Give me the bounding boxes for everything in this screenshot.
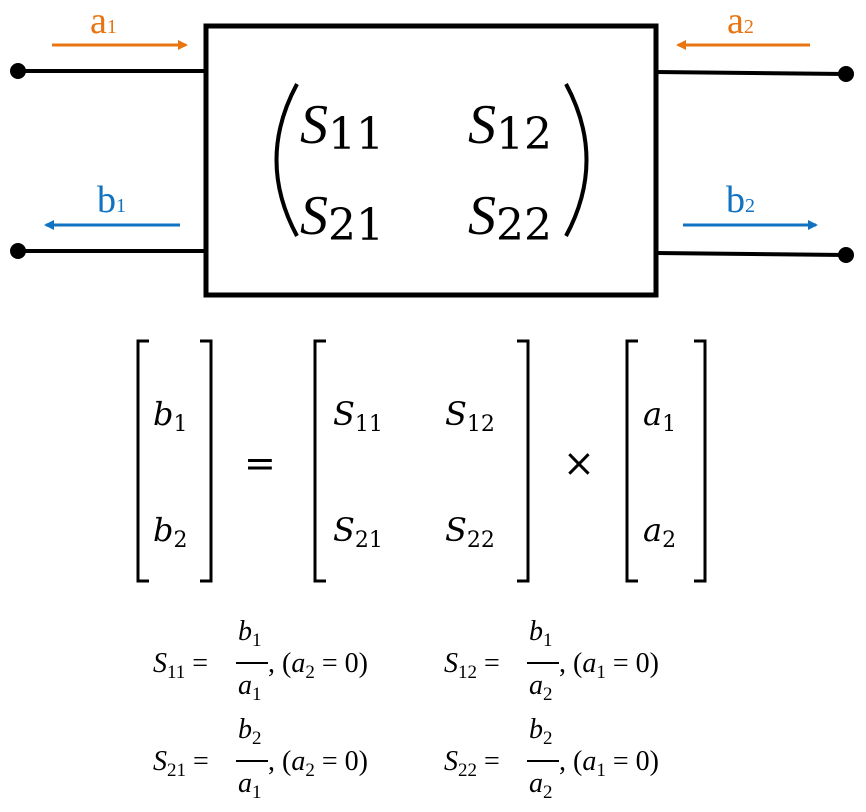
definition-s12: S12 = b1 a2 , (a1 = 0) (444, 616, 659, 705)
equals-sign: = (244, 441, 276, 485)
definition-s22: S22 = b2 a2 , (a1 = 0) (444, 714, 659, 803)
a-vector-a2: a2 (643, 511, 676, 553)
block-s21: S21 (300, 185, 384, 251)
port1-top-terminal (10, 63, 26, 79)
svg-text:S22 =: S22 = (444, 746, 500, 781)
b2-label: b2 (726, 179, 755, 221)
b1-label: b1 (97, 179, 126, 221)
definition-s11: S11 = b1 a1 , (a2 = 0) (153, 616, 368, 705)
a-vector-left-bracket (625, 339, 638, 583)
svg-text:a1: a1 (238, 670, 262, 705)
b-vector-left-bracket (136, 339, 149, 583)
times-sign: × (563, 441, 595, 485)
svg-text:S21 =: S21 = (153, 746, 209, 781)
svg-text:b1: b1 (529, 616, 553, 651)
block-matrix-left-paren (274, 83, 299, 237)
b-vector-right-bracket (200, 339, 213, 583)
port2-top-terminal (838, 66, 854, 82)
port2-top-line (655, 70, 847, 76)
svg-text:b1: b1 (238, 616, 262, 651)
block-matrix-right-paren (564, 83, 589, 237)
svg-text:, (a1 = 0): , (a1 = 0) (559, 746, 659, 781)
port2-bottom-terminal (838, 247, 854, 263)
s-matrix-left-bracket (313, 339, 326, 583)
block-s11: S11 (300, 94, 384, 160)
port1-bottom-terminal (10, 243, 26, 259)
port2-bottom-line (655, 251, 847, 257)
a-vector-right-bracket (694, 339, 707, 583)
s-matrix-s11: S11 (333, 395, 383, 437)
s-matrix-s22: S22 (445, 511, 495, 553)
two-port-box (203, 23, 659, 298)
s-matrix-right-bracket (517, 339, 530, 583)
svg-text:a2: a2 (529, 768, 553, 803)
svg-text:S11 =: S11 = (153, 648, 208, 683)
b-vector-b1: b1 (153, 395, 187, 437)
block-s12: S12 (468, 94, 552, 160)
svg-text:S12 =: S12 = (444, 648, 500, 683)
svg-text:, (a2 = 0): , (a2 = 0) (268, 648, 368, 683)
s-matrix-s12: S12 (445, 395, 495, 437)
svg-text:, (a2 = 0): , (a2 = 0) (268, 746, 368, 781)
svg-text:, (a1 = 0): , (a1 = 0) (559, 648, 659, 683)
definition-s21: S21 = b2 a1 , (a2 = 0) (153, 714, 368, 803)
svg-text:a1: a1 (238, 768, 262, 803)
a2-label: a2 (727, 0, 754, 42)
b-vector-b2: b2 (153, 511, 187, 553)
svg-text:b2: b2 (238, 714, 262, 749)
a1-label: a1 (90, 0, 117, 42)
svg-text:b2: b2 (529, 714, 553, 749)
s-matrix-s21: S21 (333, 511, 383, 553)
svg-text:a2: a2 (529, 670, 553, 705)
a-vector-a1: a1 (643, 395, 676, 437)
block-s22: S22 (468, 185, 552, 251)
